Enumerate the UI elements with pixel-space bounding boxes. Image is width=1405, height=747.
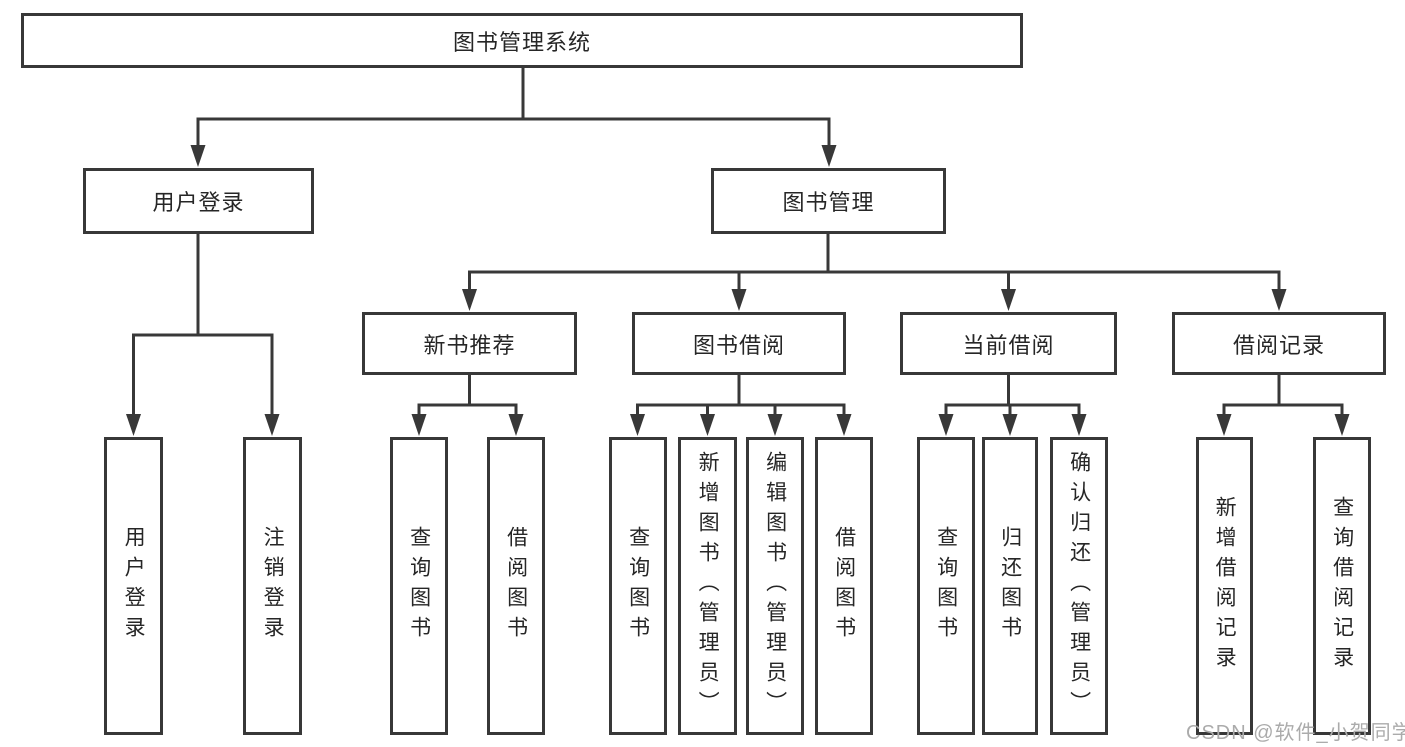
leaf-query-books-1: 查询图书	[390, 437, 448, 735]
connector-root-to-level2	[190, 68, 837, 167]
leaf-return-books: 归还图书	[982, 437, 1038, 735]
leaf-borrow-books-2: 借阅图书	[815, 437, 873, 735]
node-new-book-recommend-label: 新书推荐	[423, 332, 516, 358]
connector-borrow-record-children	[1216, 375, 1350, 436]
node-book-borrowing: 图书借阅	[632, 312, 846, 375]
node-borrowing-records: 借阅记录	[1172, 312, 1386, 375]
node-user-login-module: 用户登录	[83, 168, 314, 234]
leaf-borrow-books-1-label: 借阅图书	[504, 526, 528, 646]
leaf-query-books-3: 查询图书	[917, 437, 975, 735]
node-user-login-label: 用户登录	[152, 190, 245, 215]
leaf-add-borrow-record: 新增借阅记录	[1196, 437, 1253, 735]
connector-new-book-children	[411, 375, 524, 436]
leaf-add-borrow-record-label: 新增借阅记录	[1213, 496, 1237, 676]
node-book-borrowing-label: 图书借阅	[692, 332, 785, 358]
leaf-edit-books-admin-label: 编辑图书（管理员）	[763, 451, 787, 721]
leaf-user-login: 用户登录	[104, 437, 163, 735]
node-current-borrowing: 当前借阅	[900, 312, 1117, 375]
leaf-logout-label: 注销登录	[261, 526, 285, 646]
leaf-query-borrow-record-label: 查询借阅记录	[1330, 496, 1354, 676]
leaf-query-books-2-label: 查询图书	[626, 526, 650, 646]
leaf-query-books-3-label: 查询图书	[934, 526, 958, 646]
node-new-book-recommend: 新书推荐	[362, 312, 577, 375]
leaf-add-books-admin: 新增图书（管理员）	[678, 437, 737, 735]
connector-book-borrow-children	[630, 375, 852, 436]
csdn-watermark: CSDN @软件_小贺同学	[1186, 722, 1405, 744]
node-book-management-module: 图书管理	[711, 168, 946, 234]
leaf-borrow-books-2-label: 借阅图书	[832, 526, 856, 646]
connector-book-mgmt-children	[462, 234, 1287, 311]
node-borrowing-records-label: 借阅记录	[1232, 332, 1325, 358]
leaf-edit-books-admin: 编辑图书（管理员）	[746, 437, 804, 735]
node-root-system: 图书管理系统	[21, 13, 1023, 68]
leaf-logout: 注销登录	[243, 437, 302, 735]
leaf-user-login-label: 用户登录	[122, 526, 146, 646]
node-book-management-label: 图书管理	[782, 190, 875, 215]
node-root-label: 图书管理系统	[452, 29, 591, 55]
connector-user-login-children	[126, 234, 280, 436]
leaf-add-books-admin-label: 新增图书（管理员）	[696, 451, 720, 721]
leaf-query-borrow-record: 查询借阅记录	[1313, 437, 1371, 735]
leaf-query-books-2: 查询图书	[609, 437, 667, 735]
node-current-borrowing-label: 当前借阅	[962, 332, 1055, 358]
leaf-query-books-1-label: 查询图书	[407, 526, 431, 646]
leaf-confirm-return-admin: 确认归还（管理员）	[1050, 437, 1108, 735]
leaf-return-books-label: 归还图书	[998, 526, 1022, 646]
leaf-borrow-books-1: 借阅图书	[487, 437, 545, 735]
leaf-confirm-return-admin-label: 确认归还（管理员）	[1067, 451, 1091, 721]
connector-current-borrow-children	[938, 375, 1087, 436]
